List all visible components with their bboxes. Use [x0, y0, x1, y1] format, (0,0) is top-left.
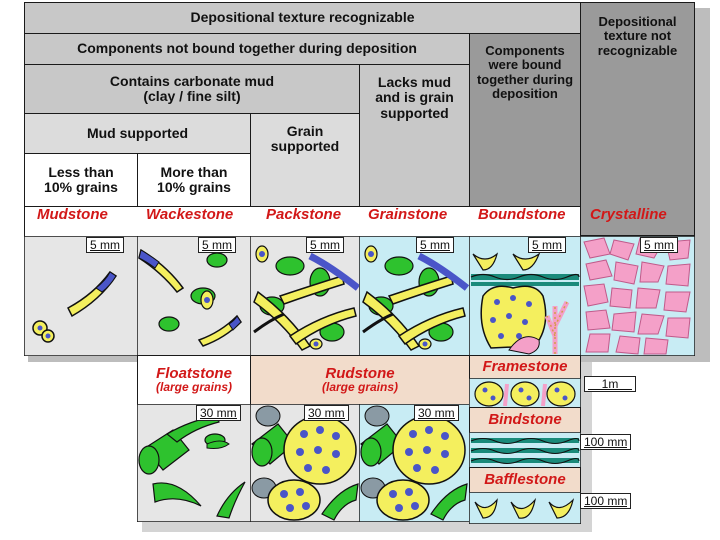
framestone-header: Framestone	[469, 355, 581, 379]
scale-label-rudstone-mud: 30 mm	[304, 405, 349, 421]
bindstone-illustration	[469, 432, 581, 468]
scale-label-mudstone: 5 mm	[86, 237, 124, 253]
rock-name-crystalline: Crystalline	[590, 207, 667, 223]
rock-name-grainstone: Grainstone	[368, 207, 447, 223]
header-components-bound: Components were bound together during de…	[469, 33, 581, 207]
scale-label-framestone: 1m	[584, 376, 636, 392]
mudstone-illustration	[24, 236, 138, 356]
grainstone-illustration	[359, 236, 470, 356]
scale-label-packstone: 5 mm	[306, 237, 344, 253]
header-mud-supported: Mud supported	[24, 113, 251, 154]
rudstone-illustration-water	[359, 404, 470, 522]
header-lacks-mud: Lacks mud and is grain supported	[359, 64, 470, 207]
header-grain-supported: Grain supported	[250, 113, 360, 207]
rock-name-packstone: Packstone	[266, 207, 341, 223]
floatstone-illustration	[137, 404, 251, 522]
header-depositional-texture-not-recognizable: Depositional texture not recognizable	[580, 2, 695, 236]
crystalline-illustration	[580, 236, 695, 356]
rock-name-mudstone: Mudstone	[37, 207, 108, 223]
wackestone-illustration	[137, 236, 251, 356]
header-contains-mud: Contains carbonate mud (clay / fine silt…	[24, 64, 360, 114]
header-depositional-texture-recognizable: Depositional texture recognizable	[24, 2, 581, 34]
scale-label-floatstone: 30 mm	[196, 405, 241, 421]
header-components-not-bound: Components not bound together during dep…	[24, 33, 470, 65]
packstone-illustration	[250, 236, 360, 356]
scale-label-wackestone: 5 mm	[198, 237, 236, 253]
bafflestone-illustration	[469, 492, 581, 524]
rudstone-illustration-mud	[250, 404, 360, 522]
scale-label-bafflestone: 100 mm	[580, 493, 631, 509]
scale-label-boundstone: 5 mm	[528, 237, 566, 253]
scale-label-crystalline: 5 mm	[640, 237, 678, 253]
bafflestone-header: Bafflestone	[469, 467, 581, 493]
floatstone-header: Floatstone (large grains)	[137, 355, 251, 405]
boundstone-illustration	[469, 236, 581, 356]
bindstone-header: Bindstone	[469, 407, 581, 433]
header-less-than-10: Less than 10% grains	[24, 153, 138, 207]
rock-name-boundstone: Boundstone	[478, 207, 566, 223]
rock-name-wackestone: Wackestone	[146, 207, 233, 223]
header-more-than-10: More than 10% grains	[137, 153, 251, 207]
scale-label-bindstone: 100 mm	[580, 434, 631, 450]
rudstone-header: Rudstone (large grains)	[250, 355, 470, 405]
framestone-illustration	[469, 378, 581, 408]
scale-label-rudstone-water: 30 mm	[414, 405, 459, 421]
scale-label-grainstone: 5 mm	[416, 237, 454, 253]
